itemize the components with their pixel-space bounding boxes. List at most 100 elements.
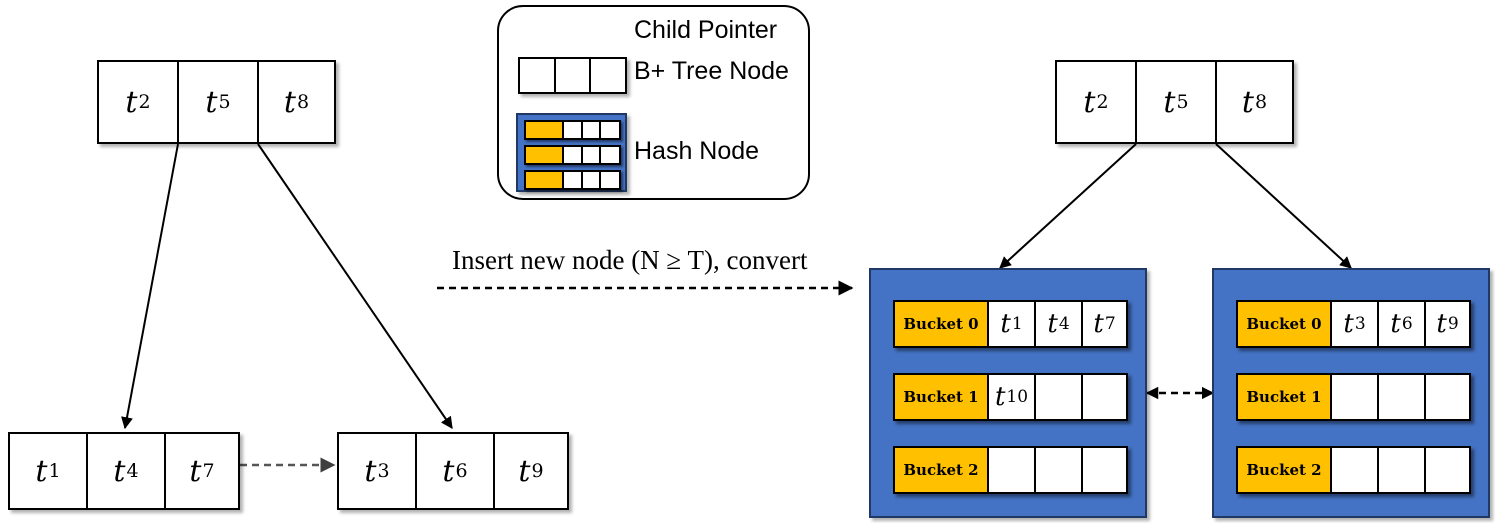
hash2-bucket-2-slot-0[interactable] [1332, 448, 1379, 492]
legend-hash-node-icon [516, 113, 627, 192]
key-sub: 4 [1058, 314, 1070, 334]
legend-bucket-slot [600, 172, 619, 188]
legend-bucket-slot [582, 122, 601, 138]
legend-label-hash-node: Hash Node [634, 137, 760, 165]
key-base: t [1436, 309, 1447, 339]
edge-left-root-to-leaf1 [121, 143, 179, 430]
legend-bucket-slot [582, 147, 601, 163]
hash2-bucket-1-slot-1[interactable] [1379, 375, 1426, 419]
key-sub: 1 [1011, 314, 1023, 334]
key-base: t [364, 453, 377, 489]
legend-label-child-pointer: Child Pointer [634, 16, 778, 44]
key-base: t [442, 453, 455, 489]
key-sub: 10 [1006, 387, 1029, 407]
key-sub: 3 [377, 460, 390, 482]
hash2-bucket-2-slot-2[interactable] [1426, 448, 1469, 492]
key-base: t [518, 453, 531, 489]
key-sub: 8 [296, 91, 310, 113]
key-base: t [1047, 309, 1058, 339]
key-base: t [1241, 84, 1254, 120]
legend-bucket-slot [564, 122, 583, 138]
hash1-bucket-1-label: Bucket 1 [895, 375, 989, 419]
key-sub: 9 [1447, 314, 1459, 334]
legend-label-btree-node: B+ Tree Node [634, 57, 789, 85]
key-sub: 6 [1401, 314, 1413, 334]
hash2-bucket-row-2[interactable]: Bucket 2 [1236, 446, 1471, 494]
hash1-bucket-1-slot-1[interactable] [1036, 375, 1083, 419]
legend-bucket-label [526, 172, 565, 188]
key-sub: 3 [1354, 314, 1366, 334]
hash2-bucket-1-slot-0[interactable] [1332, 375, 1379, 419]
key-sub: 1 [48, 460, 61, 482]
key-sub: 8 [1254, 91, 1268, 113]
legend-bucket-slot [582, 172, 601, 188]
key-sub: 7 [1104, 314, 1116, 334]
hash2-bucket-2-slot-1[interactable] [1379, 448, 1426, 492]
key-base: t [113, 453, 126, 489]
hash2-bucket-1-label: Bucket 1 [1238, 375, 1332, 419]
convert-caption: Insert new node (N ≥ T), convert [452, 245, 808, 275]
key-sub: 6 [455, 460, 468, 482]
hash2-bucket-0-label: Bucket 0 [1238, 302, 1332, 346]
hash2-bucket-row-1[interactable]: Bucket 1 [1236, 373, 1471, 421]
key-sub: 7 [202, 460, 215, 482]
key-base: t [189, 453, 202, 489]
key-base: t [125, 84, 138, 120]
edge-left-root-to-leaf2 [257, 143, 453, 429]
legend-hash-row [524, 170, 621, 190]
key-base: t [1343, 309, 1354, 339]
hash1-bucket-2-slot-0[interactable] [989, 448, 1036, 492]
legend-bucket-slot [600, 147, 619, 163]
hash2-bucket-2-label: Bucket 2 [1238, 448, 1332, 492]
hash1-bucket-2-slot-1[interactable] [1036, 448, 1083, 492]
hash1-bucket-row-2[interactable]: Bucket 2 [893, 446, 1128, 494]
key-sub: 5 [1176, 91, 1189, 113]
key-base: t [1390, 309, 1401, 339]
legend-btree-cell [556, 59, 592, 92]
edge-right-root-to-hash2 [1215, 143, 1352, 269]
edge-right-root-to-hash1 [999, 143, 1137, 269]
legend-btree-cell [591, 59, 625, 92]
legend-btree-cell [520, 59, 556, 92]
hash2-bucket-1-slot-2[interactable] [1426, 375, 1469, 419]
key-base: t [205, 84, 218, 120]
legend-hash-row [524, 145, 621, 165]
key-base: t [1000, 309, 1011, 339]
hash1-bucket-2-slot-2[interactable] [1083, 448, 1126, 492]
key-sub: 2 [1096, 91, 1109, 113]
hash1-bucket-1-slot-2[interactable] [1083, 375, 1126, 419]
legend-bucket-slot [564, 147, 583, 163]
legend-btree-node-icon [518, 57, 627, 94]
legend-bucket-slot [600, 122, 619, 138]
key-sub: 5 [218, 91, 231, 113]
